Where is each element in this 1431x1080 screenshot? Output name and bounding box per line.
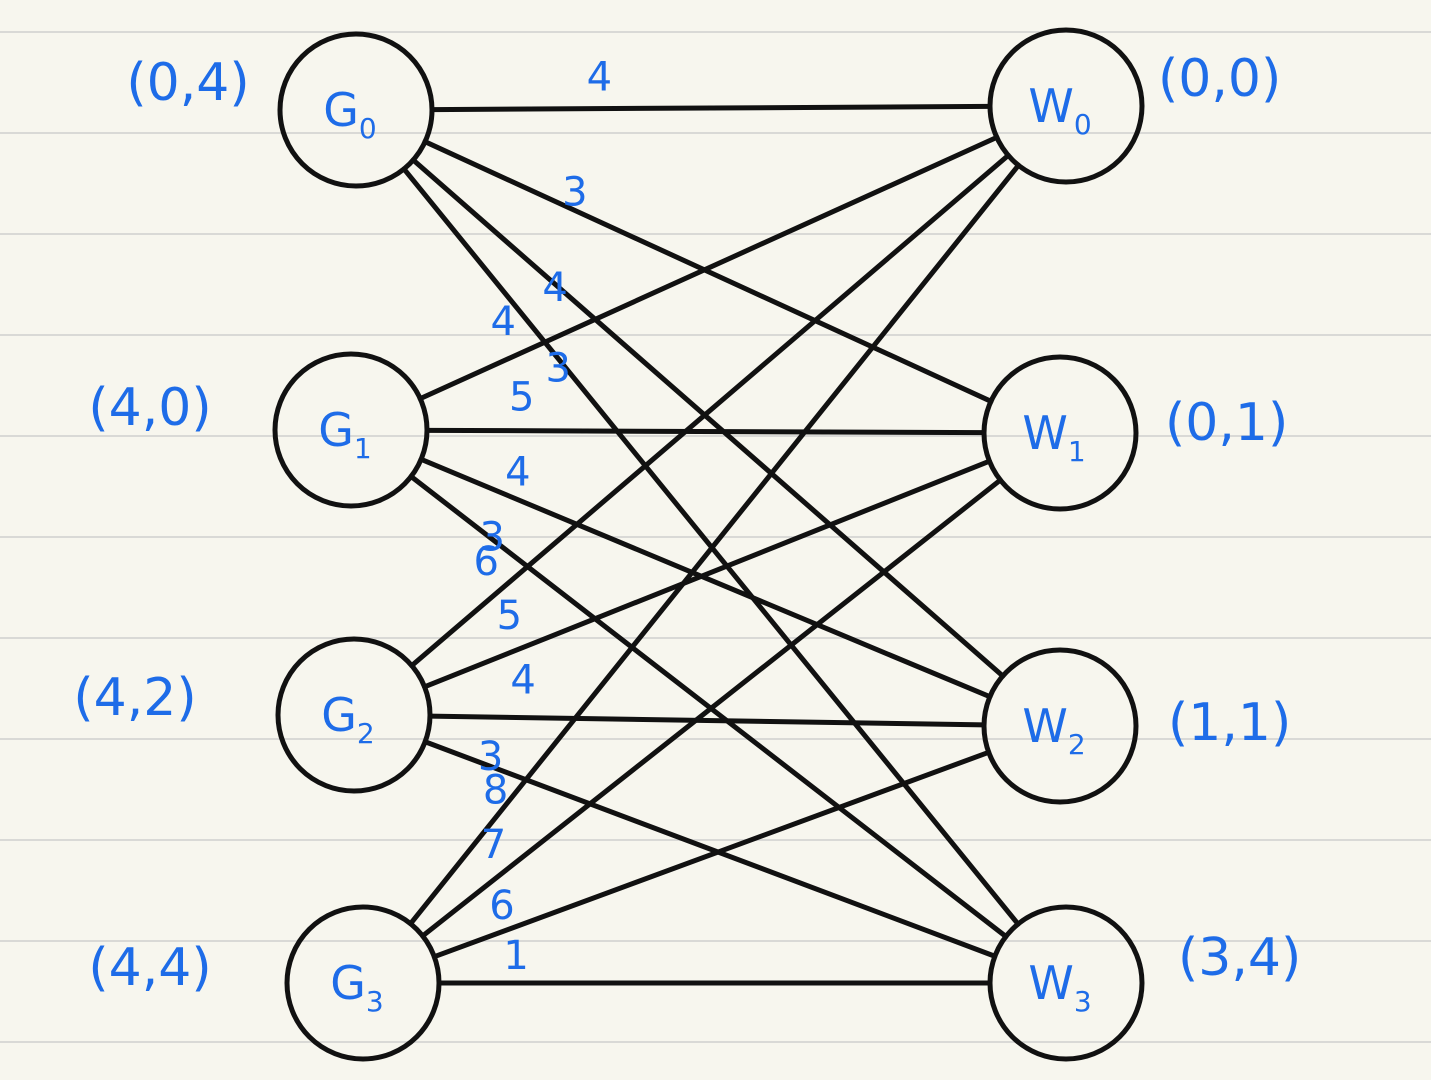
- node-w2-coordinate: (1,1): [1168, 693, 1291, 753]
- node-g1-name: G: [318, 403, 354, 457]
- node-g1-coordinate: (4,0): [88, 378, 211, 438]
- edge-weight-g2-w3: 3: [478, 734, 503, 780]
- node-w3-circle: [987, 904, 1145, 1062]
- node-w0-circle: [987, 27, 1145, 185]
- edge-weight-g0-w0: 4: [587, 55, 612, 101]
- edge-weight-g3-w3: 1: [503, 933, 528, 979]
- node-g0-subscript: 0: [359, 112, 377, 145]
- node-g1-circle: [272, 351, 430, 509]
- node-g3-subscript: 3: [366, 985, 384, 1018]
- node-w3-subscript: 3: [1074, 985, 1092, 1018]
- edge-weight-g0-w2: 4: [542, 265, 567, 311]
- node-g2-circle: [275, 636, 433, 794]
- node-g0-coordinate: (0,4): [126, 53, 249, 113]
- node-g2-label: G2: [321, 688, 374, 750]
- edge-weight-g0-w3: 3: [545, 345, 570, 391]
- edge-g0-w2: [410, 157, 1006, 679]
- node-w1-subscript: 1: [1068, 435, 1086, 468]
- node-g2-name: G: [321, 688, 357, 742]
- edge-g2-w3: [422, 739, 998, 959]
- node-w0-name: W: [1028, 79, 1073, 133]
- edge-weight-g0-w1: 3: [562, 170, 587, 216]
- coordinate-labels-layer: (0,4) (4,0) (4,2) (4,4) (0,0) (0,1) (1,1) (3,4): [73, 49, 1301, 998]
- node-g3-name: G: [330, 956, 366, 1010]
- node-w2-name: W: [1022, 699, 1067, 753]
- ruled-paper-lines: [0, 31, 1431, 1043]
- edge-g3-w2: [431, 749, 992, 960]
- node-g3-label: G3: [330, 956, 383, 1018]
- edge-weight-g2-w1: 5: [497, 593, 522, 639]
- node-w2-subscript: 2: [1068, 728, 1086, 761]
- node-g3-circle: [284, 904, 442, 1062]
- edge-g1-w3: [408, 473, 1009, 940]
- edge-weight-g2-w2: 4: [510, 657, 535, 703]
- node-g2-subscript: 2: [357, 717, 375, 750]
- edge-weight-g1-w0: 4: [491, 299, 516, 345]
- edge-weight-g2-w0: 6: [474, 539, 499, 585]
- edge-g2-w1: [422, 458, 992, 690]
- node-g3-coordinate: (4,4): [88, 938, 211, 998]
- node-g1-label: G1: [318, 403, 371, 465]
- edge-weight-g3-w2: 6: [489, 883, 514, 929]
- edge-weight-g1-w1: 5: [509, 375, 534, 421]
- edge-weight-g3-w1: 7: [481, 822, 506, 868]
- node-w3-name: W: [1028, 956, 1073, 1010]
- node-w1-coordinate: (0,1): [1165, 393, 1288, 453]
- node-w1-circle: [981, 354, 1139, 512]
- edge-weight-g1-w3: 3: [480, 515, 505, 561]
- node-w2-circle: [981, 647, 1139, 805]
- node-g2-coordinate: (4,2): [73, 668, 196, 728]
- edge-weight-g3-w0: 8: [483, 768, 508, 814]
- node-w1-label: W1: [1022, 406, 1085, 468]
- node-w3-coordinate: (3,4): [1178, 928, 1301, 988]
- edge-g3-w1: [420, 477, 1003, 939]
- node-g1-subscript: 1: [354, 432, 372, 465]
- node-w2-label: W2: [1022, 699, 1085, 761]
- edge-g1-w2: [418, 456, 993, 700]
- node-w0-subscript: 0: [1074, 108, 1092, 141]
- node-w1-name: W: [1022, 406, 1067, 460]
- node-w3-label: W3: [1028, 956, 1091, 1018]
- edge-g2-w2: [427, 713, 987, 728]
- edge-g3-w0: [408, 162, 1021, 927]
- edge-g1-w0: [417, 134, 1000, 402]
- edge-g2-w0: [409, 152, 1011, 669]
- edge-g0-w1: [422, 139, 994, 404]
- node-w0-label: W0: [1028, 79, 1091, 141]
- edges-layer: [401, 103, 1021, 986]
- node-g0-circle: [277, 31, 435, 189]
- edge-g1-w1: [424, 427, 987, 436]
- node-w0-coordinate: (0,0): [1158, 49, 1281, 109]
- node-g0-label: G0: [323, 83, 376, 145]
- edge-g0-w0: [429, 103, 993, 113]
- node-g0-name: G: [323, 83, 359, 137]
- edge-weight-g1-w2: 4: [505, 450, 530, 496]
